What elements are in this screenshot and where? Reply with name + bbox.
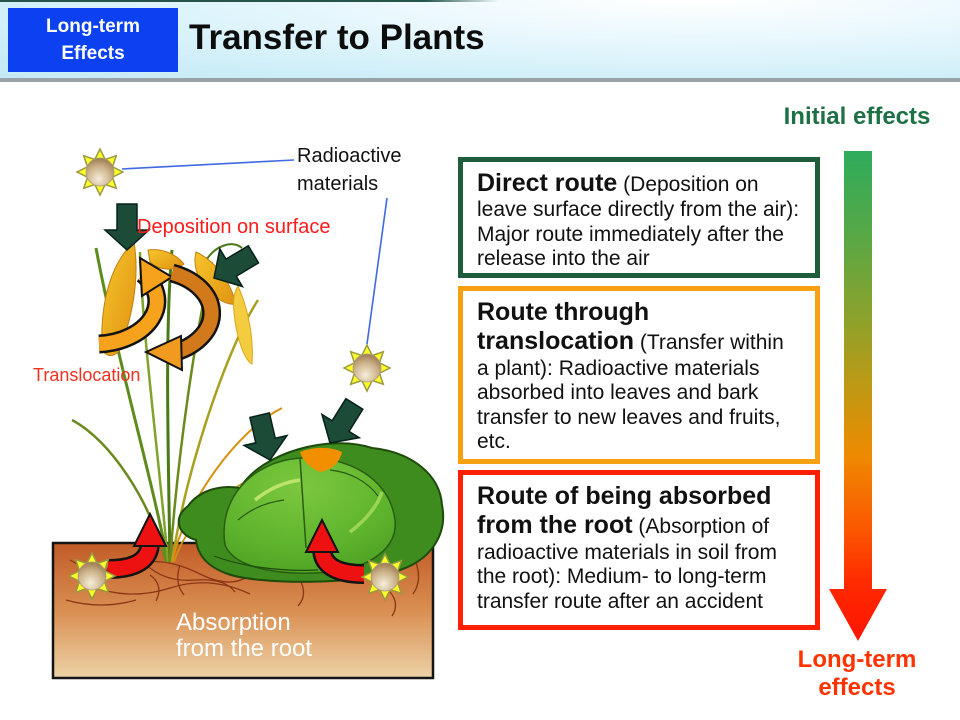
route-card-direct-detail: (Deposition on leave surface directly fr… [477, 173, 800, 271]
long-term-effects-line2: effects [818, 674, 896, 701]
header-bar: Long-term Effects Transfer to Plants [0, 0, 960, 82]
translocation-label: Translocation [33, 365, 140, 385]
route-card-root-absorption-detail: (Absorption of radioactive materials in … [477, 515, 777, 613]
long-term-effects-label: Long-term effects [762, 646, 952, 702]
page-title: Transfer to Plants [189, 18, 485, 57]
route-card-translocation: Route through translocation (Transfer wi… [458, 286, 820, 464]
route-card-direct-heading: Direct route [477, 169, 618, 197]
radioactive-star-icon [76, 148, 124, 196]
route-card-translocation-heading: Route through translocation [477, 298, 650, 356]
category-tag: Long-term Effects [8, 8, 178, 72]
gradient-timeline-arrow-icon [829, 151, 887, 641]
radioactive-star-icon [343, 344, 391, 392]
initial-effects-label: Initial effects [783, 103, 931, 130]
route-card-translocation-detail: (Transfer within a plant): Radioactive m… [477, 331, 784, 454]
long-term-effects-line1: Long-term [797, 646, 917, 673]
radioactive-label-line2: materials [297, 173, 378, 195]
category-tag-line2: Effects [61, 43, 125, 64]
absorption-label-line2: from the root [176, 635, 312, 662]
plant-transfer-illustration: Absorption from the root [33, 145, 445, 680]
cabbage [177, 442, 445, 583]
route-card-root-absorption-heading: Route of being absorbed from the root [477, 482, 772, 540]
category-tag-line1: Long-term [46, 16, 140, 37]
absorption-label-line1: Absorption [176, 609, 291, 636]
deposition-spot [300, 447, 342, 472]
label-connector-lines [121, 159, 388, 345]
radioactive-label-line1: Radioactive [297, 145, 402, 167]
route-card-root-absorption: Route of being absorbed from the root (A… [458, 470, 820, 630]
route-card-direct: Direct route (Deposition on leave surfac… [458, 157, 820, 278]
radioactive-star-icon [68, 552, 116, 600]
radioactive-star-icon [361, 553, 409, 601]
deposition-label: Deposition on surface [137, 216, 330, 238]
absorption-arrow-icons [107, 511, 365, 584]
translocation-arrow-icon [98, 256, 222, 372]
